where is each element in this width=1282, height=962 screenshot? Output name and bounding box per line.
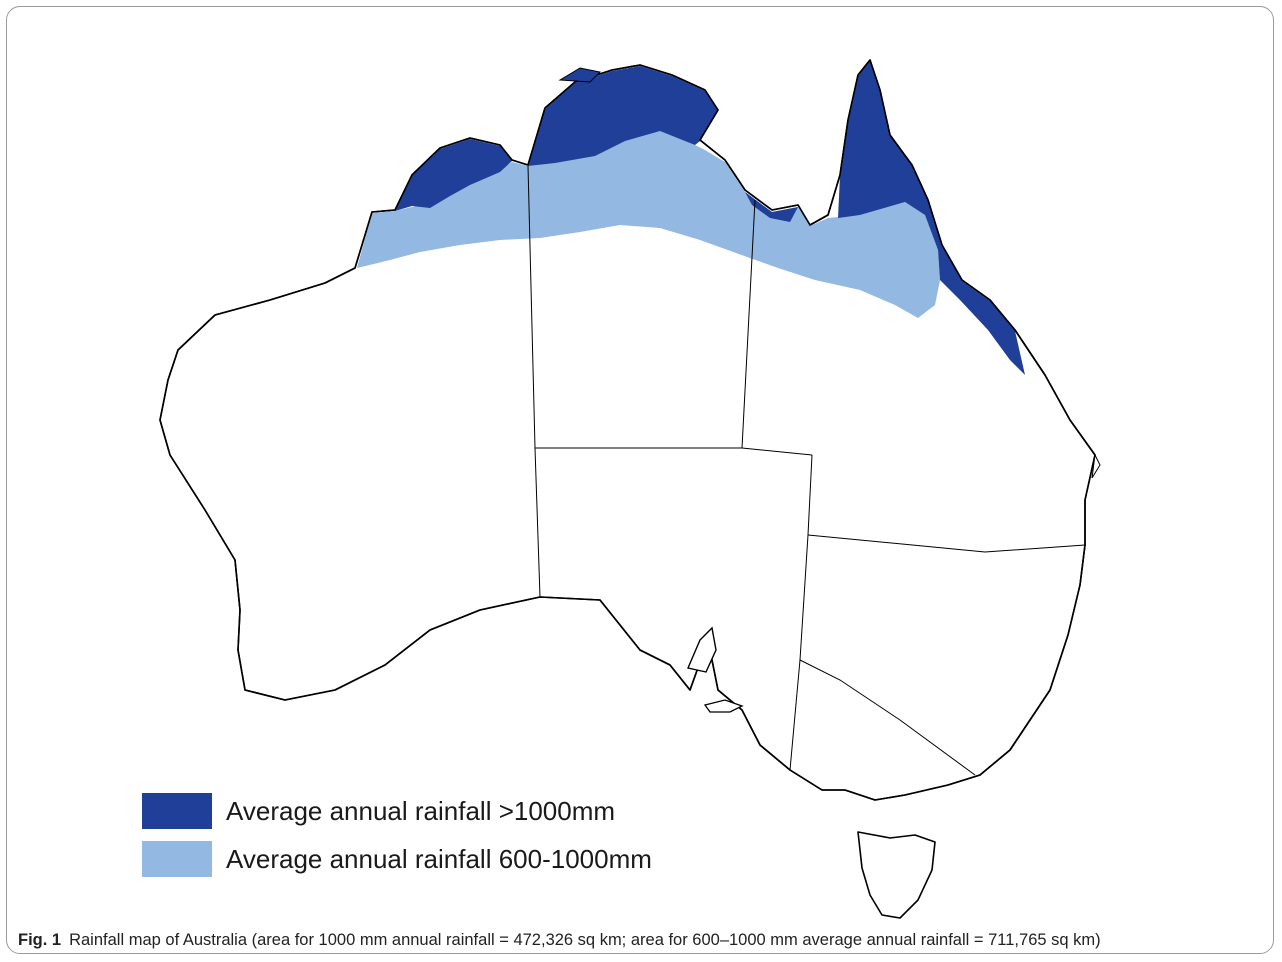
caption-text: Rainfall map of Australia (area for 1000… [69, 931, 1101, 949]
border-nt-sa [535, 447, 813, 456]
border-nsw-vic [799, 659, 976, 776]
legend-label-medium: Average annual rainfall 600-1000mm [226, 843, 652, 874]
tasmania [857, 831, 936, 919]
legend-item-600-1000mm: Average annual rainfall 600-1000mm [142, 840, 652, 878]
figure-caption: Fig. 1 Rainfall map of Australia (area fo… [18, 931, 1101, 950]
map-legend: Average annual rainfall >1000mm Average … [142, 792, 652, 888]
legend-swatch-medium [142, 841, 212, 877]
rainfall-zone-over-1000mm-gulf [745, 192, 798, 222]
border-sa-east [789, 454, 813, 771]
kangaroo-island [703, 699, 744, 713]
legend-item-over-1000mm: Average annual rainfall >1000mm [142, 792, 652, 830]
spencer-gulf [687, 626, 717, 673]
legend-swatch-high [142, 793, 212, 829]
figure-number: Fig. 1 [18, 931, 62, 949]
rainfall-zone-600-1000mm [357, 130, 940, 318]
figure-frame [6, 6, 1274, 954]
border-qld-nsw [807, 534, 1086, 553]
border-nt-qld [741, 199, 756, 449]
mainland-coastline [159, 59, 1096, 801]
legend-label-high: Average annual rainfall >1000mm [226, 795, 616, 826]
tiwi-islands [558, 67, 602, 83]
rainfall-zone-over-1000mm-cape-york [838, 61, 1025, 375]
rainfall-zone-over-1000mm-top-end [528, 66, 718, 166]
rainfall-zone-over-1000mm-kimberley [395, 139, 512, 211]
fraser-island [1091, 453, 1101, 479]
